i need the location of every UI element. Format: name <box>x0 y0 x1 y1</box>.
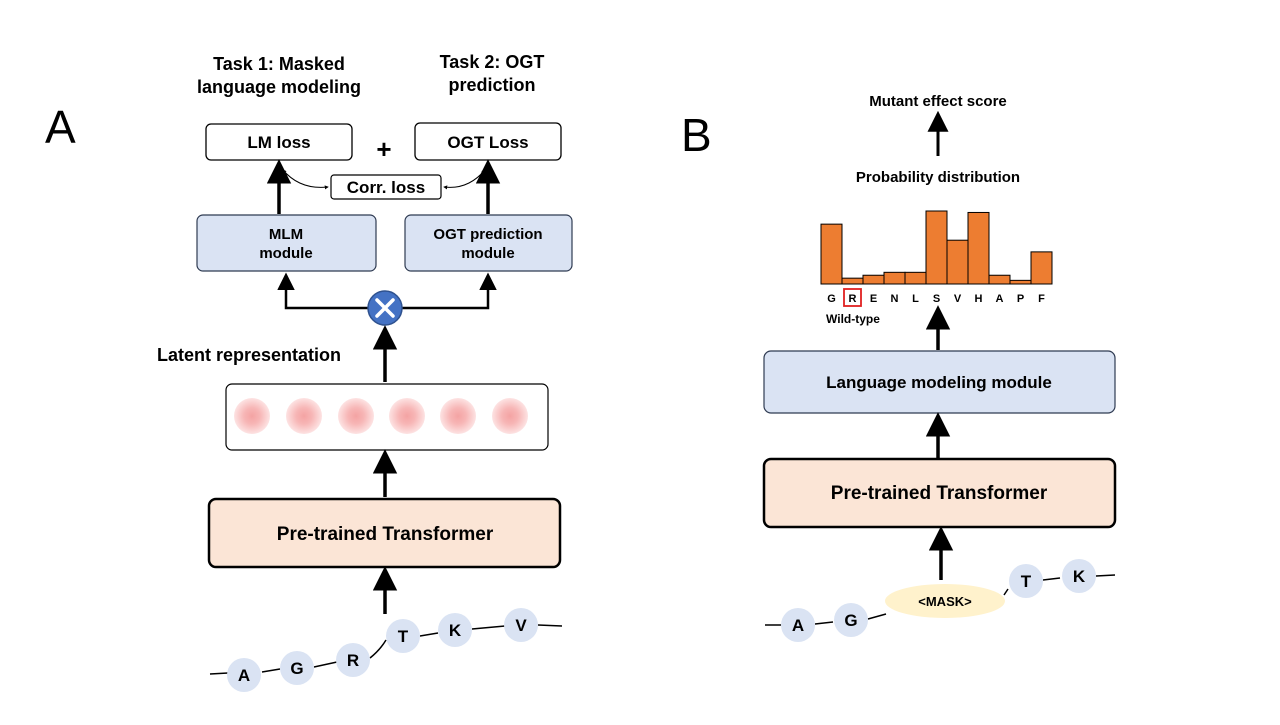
residue-token: G <box>280 651 314 685</box>
ogt-loss-label: OGT Loss <box>447 133 528 152</box>
split-arrow-left <box>277 272 369 310</box>
histogram-bar <box>967 211 990 285</box>
ogt-module-line1: OGT prediction <box>433 226 542 243</box>
svg-text:K: K <box>1073 567 1086 586</box>
corr-arrow-left <box>282 169 329 190</box>
panel-b-letter: B <box>681 109 712 161</box>
mlm-module-line1: MLM <box>269 226 303 243</box>
histogram-residue-label: N <box>891 293 899 305</box>
residue-token: A <box>227 658 261 692</box>
sequence-b: A G <MASK> T K <box>765 559 1116 642</box>
residue-token: T <box>1009 564 1043 598</box>
svg-text:A: A <box>238 666 250 685</box>
transformer-b-label: Pre-trained Transformer <box>831 483 1048 504</box>
language-modeling-module: Language modeling module <box>763 350 1116 414</box>
svg-text:T: T <box>398 627 409 646</box>
histogram-bar <box>883 271 906 285</box>
residue-token: A <box>781 608 815 642</box>
panel-a: A Task 1: Masked language modeling Task … <box>45 52 573 692</box>
panel-a-letter: A <box>45 101 76 153</box>
svg-text:G: G <box>844 611 857 630</box>
histogram-bar <box>1009 279 1032 285</box>
histogram-residue-label: V <box>954 293 962 305</box>
svg-text:R: R <box>347 651 359 670</box>
lm-loss-label: LM loss <box>247 133 310 152</box>
histogram-bar <box>1030 251 1053 285</box>
corr-loss-box: Corr. loss <box>330 174 442 200</box>
residue-token: K <box>1062 559 1096 593</box>
task2-title-line1: Task 2: OGT <box>440 52 545 72</box>
ogt-prediction-module: OGT prediction module <box>404 214 573 272</box>
mlm-module-line2: module <box>259 245 312 262</box>
histogram-residue-label: P <box>1017 293 1024 305</box>
residue-token: T <box>386 619 420 653</box>
svg-text:A: A <box>792 616 804 635</box>
multiply-node-icon <box>367 290 403 326</box>
latent-node <box>234 398 270 434</box>
svg-text:<MASK>: <MASK> <box>918 594 972 609</box>
histogram-residue-label: A <box>996 293 1004 305</box>
sequence-a: A G R T K V <box>209 608 563 692</box>
histogram-residue-label: H <box>975 293 983 305</box>
latent-node <box>286 398 322 434</box>
histogram-bar <box>820 223 843 285</box>
pretrained-transformer-b: Pre-trained Transformer <box>762 457 1117 529</box>
task1-title-line2: language modeling <box>197 77 361 97</box>
histogram-bar <box>904 271 927 285</box>
latent-node <box>440 398 476 434</box>
split-arrow-right <box>401 272 497 310</box>
histogram-residue-label: E <box>870 293 877 305</box>
probability-histogram <box>820 210 1053 285</box>
histogram-residue-label: L <box>912 293 919 305</box>
probability-distribution-label: Probability distribution <box>856 169 1020 186</box>
histogram-bar <box>925 210 948 285</box>
latent-node <box>389 398 425 434</box>
task1-title-line1: Task 1: Masked <box>213 54 345 74</box>
histogram-bar <box>946 239 969 285</box>
pretrained-transformer-a: Pre-trained Transformer <box>207 497 562 569</box>
ogt-loss-box: OGT Loss <box>414 122 562 161</box>
plus-sign: + <box>376 134 391 164</box>
lm-module-label: Language modeling module <box>826 373 1052 392</box>
transformer-a-label: Pre-trained Transformer <box>277 524 494 545</box>
histogram-residue-label: G <box>827 293 836 305</box>
svg-text:T: T <box>1021 572 1032 591</box>
residue-token: G <box>834 603 868 637</box>
ogt-module-line2: module <box>461 245 514 262</box>
residue-token: R <box>336 643 370 677</box>
histogram-residue-label: F <box>1038 293 1045 305</box>
residue-token: K <box>438 613 472 647</box>
latent-node <box>492 398 528 434</box>
svg-text:V: V <box>515 616 527 635</box>
latent-node <box>338 398 374 434</box>
wild-type-highlight <box>843 288 862 307</box>
histogram-residue-label: R <box>849 293 857 305</box>
wild-type-label: Wild-type <box>826 312 880 326</box>
panel-b: B Mutant effect score Probability distri… <box>681 93 1117 642</box>
mask-token: <MASK> <box>885 584 1005 618</box>
residue-token: V <box>504 608 538 642</box>
histogram-bar <box>862 274 885 285</box>
mlm-module: MLM module <box>196 214 377 272</box>
task2-title-line2: prediction <box>448 75 535 95</box>
latent-representation-box <box>225 383 549 451</box>
histogram-bar <box>841 277 864 285</box>
mutant-effect-score-label: Mutant effect score <box>869 93 1007 110</box>
svg-text:G: G <box>290 659 303 678</box>
latent-representation-label: Latent representation <box>157 345 341 365</box>
histogram-residue-label: S <box>933 293 940 305</box>
corr-arrow-right <box>443 169 486 190</box>
svg-text:K: K <box>449 621 462 640</box>
histogram-bar <box>988 274 1011 285</box>
corr-loss-label: Corr. loss <box>347 178 425 197</box>
lm-loss-box: LM loss <box>205 123 353 161</box>
